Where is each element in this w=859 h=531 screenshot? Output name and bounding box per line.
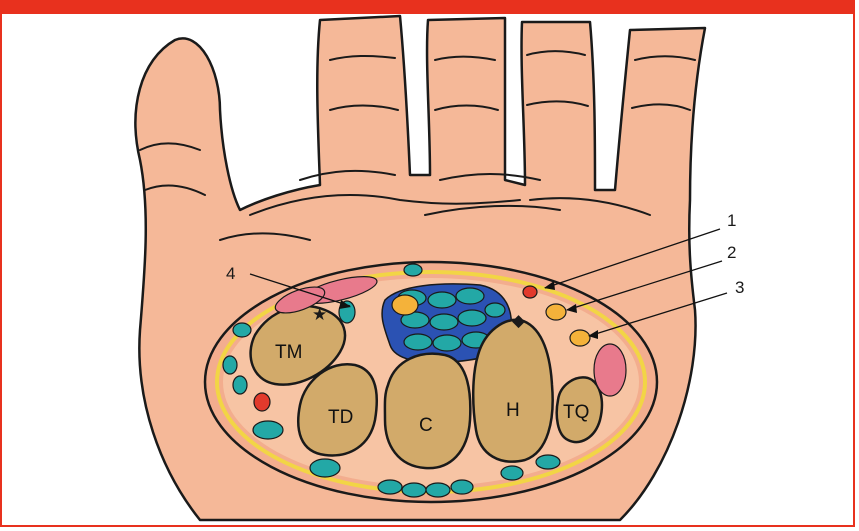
bone-label-td: TD: [328, 407, 353, 428]
bone-label-tq: TQ: [563, 402, 589, 423]
callout-2: 2: [727, 243, 736, 262]
bone-hamate: [473, 320, 552, 462]
hypothenar-muscle: [594, 344, 626, 396]
diamond-marker: ◆: [512, 311, 526, 330]
bone-label-c: C: [419, 415, 433, 436]
callout-3: 3: [735, 278, 744, 297]
callout-1: 1: [727, 211, 736, 230]
bone-label-tm: TM: [275, 342, 302, 363]
star-marker: ★: [312, 305, 327, 324]
bone-label-h: H: [506, 400, 520, 421]
callout-4: 4: [226, 264, 235, 283]
bone-capitate: [385, 354, 470, 468]
